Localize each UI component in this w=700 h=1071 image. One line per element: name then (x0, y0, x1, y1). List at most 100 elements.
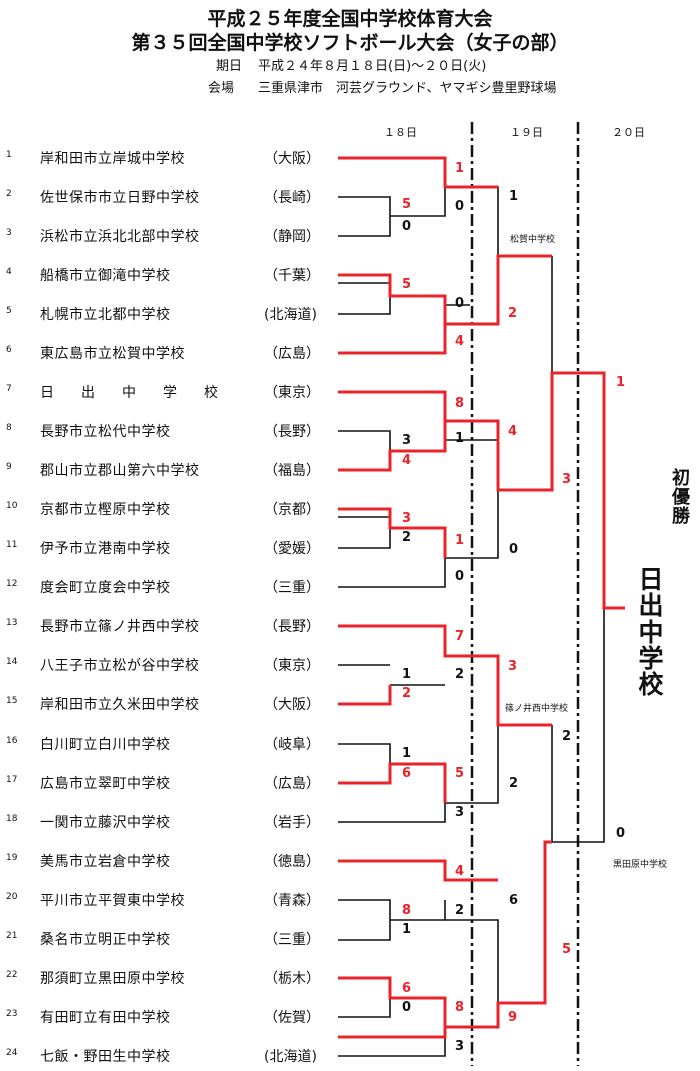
team-prefecture: （長野） (264, 424, 320, 440)
score: 5 (562, 942, 572, 957)
score: 2 (509, 776, 519, 791)
score: 3 (455, 805, 465, 820)
loss-line (338, 998, 391, 1018)
score: 2 (402, 686, 412, 701)
loss-line (445, 725, 499, 804)
seed-number: 15 (6, 696, 18, 706)
seed-number: 23 (6, 1009, 18, 1019)
loss-line (338, 516, 391, 549)
team-name: 岸和田市立岸城中学校 (40, 151, 185, 167)
win-line (338, 859, 498, 882)
win-line (338, 254, 552, 326)
team-name: 伊予市立港南中学校 (40, 541, 171, 557)
seed-number: 19 (6, 853, 18, 863)
score: 4 (508, 424, 518, 439)
team-name: 一関市立藤沢中学校 (40, 815, 171, 831)
seed-number: 20 (6, 892, 18, 902)
team-prefecture: （徳島） (264, 854, 320, 870)
loss-line (338, 548, 446, 588)
team-name: 郡山市立郡山第六中学校 (40, 463, 200, 479)
team-name: 長野市立松代中学校 (40, 424, 171, 440)
score: 0 (402, 219, 412, 234)
loss-line (338, 783, 446, 823)
loss-line (390, 158, 446, 217)
advancing-team-label: 松賀中学校 (510, 235, 556, 245)
score: 4 (455, 864, 465, 879)
team-prefecture: （大阪） (264, 697, 320, 713)
seed-number: 8 (6, 423, 12, 433)
team-name: 長野市立篠ノ井西中学校 (40, 619, 200, 635)
score: 0 (402, 1000, 412, 1015)
team-name: 美馬市立岩倉中学校 (40, 854, 171, 870)
team-name: 有田町立有田中学校 (40, 1010, 171, 1026)
win-line (338, 840, 552, 1029)
seed-number: 21 (6, 931, 18, 941)
seed-number: 4 (6, 267, 12, 277)
score: 2 (402, 530, 412, 545)
score: 0 (509, 542, 519, 557)
seed-number: 5 (6, 306, 12, 316)
seed-number: 22 (6, 970, 18, 980)
score: 1 (402, 922, 412, 937)
team-prefecture: （京都） (264, 502, 320, 518)
loss-line (338, 196, 391, 237)
team-prefecture: （広島） (264, 346, 320, 362)
loss-line (338, 282, 391, 315)
team-prefecture: （三重） (264, 580, 320, 596)
team-name: 岸和田市立久米田中学校 (40, 697, 200, 713)
venue-label: 会場 (208, 81, 235, 96)
team-prefecture: （青森） (264, 893, 320, 909)
loss-line (445, 919, 499, 1027)
advancing-team-label: 黒田原中学校 (613, 860, 668, 870)
team-prefecture: （栃木） (264, 971, 320, 987)
team-name: 八王子市立松が谷中学校 (40, 658, 200, 674)
win-line (338, 371, 625, 610)
score: 1 (455, 533, 465, 548)
team-prefecture: （三重） (264, 932, 320, 948)
score: 2 (562, 729, 572, 744)
team-name: 七飯・野田生中学校 (40, 1049, 171, 1065)
seed-number: 3 (6, 228, 12, 238)
score: 1 (616, 375, 626, 390)
team-name: 京都市立樫原中学校 (40, 502, 171, 518)
seed-number: 17 (6, 775, 18, 785)
score: 8 (455, 1000, 465, 1015)
loss-line (338, 743, 391, 764)
tournament-subtitle: 第３５回全国中学校ソフトボール大会（女子の部） (131, 32, 569, 54)
team-prefecture: （愛媛） (264, 541, 320, 557)
seed-number: 10 (6, 501, 18, 511)
loss-line (338, 430, 391, 471)
venue-value: 三重県津市 河芸グラウンド、ヤマギシ豊里野球場 (258, 81, 557, 96)
win-line (338, 624, 552, 727)
win-line (338, 324, 447, 355)
win-line (338, 507, 447, 558)
score: 5 (402, 197, 412, 212)
seed-number: 18 (6, 814, 18, 824)
win-line (338, 762, 447, 803)
score: 1 (402, 667, 412, 682)
score: 2 (508, 306, 518, 321)
seed-number: 13 (6, 618, 18, 628)
seed-number: 6 (6, 345, 12, 355)
champion-name: 日出中学校 (638, 565, 664, 699)
champion-title: 初優勝 (672, 468, 690, 527)
team-prefecture: (北海道) (264, 1049, 317, 1065)
score: 4 (455, 334, 465, 349)
team-name: 度会町立度会中学校 (40, 580, 171, 596)
win-line (338, 1027, 447, 1039)
score: 5 (402, 277, 412, 292)
team-prefecture: （長崎） (264, 190, 320, 206)
seed-number: 16 (6, 736, 18, 746)
seed-number: 9 (6, 462, 12, 472)
score: 3 (562, 472, 572, 487)
score: 4 (402, 453, 412, 468)
score: 2 (455, 903, 465, 918)
day-header-18: １８日 (384, 126, 417, 139)
score: 1 (455, 431, 465, 446)
day-header-20: ２０日 (612, 126, 645, 139)
score: 0 (455, 296, 465, 311)
date-value: 平成２４年８月１８日(日)～２０日(火) (258, 59, 487, 74)
team-prefecture: （千葉） (264, 268, 320, 284)
score: 6 (402, 766, 412, 781)
